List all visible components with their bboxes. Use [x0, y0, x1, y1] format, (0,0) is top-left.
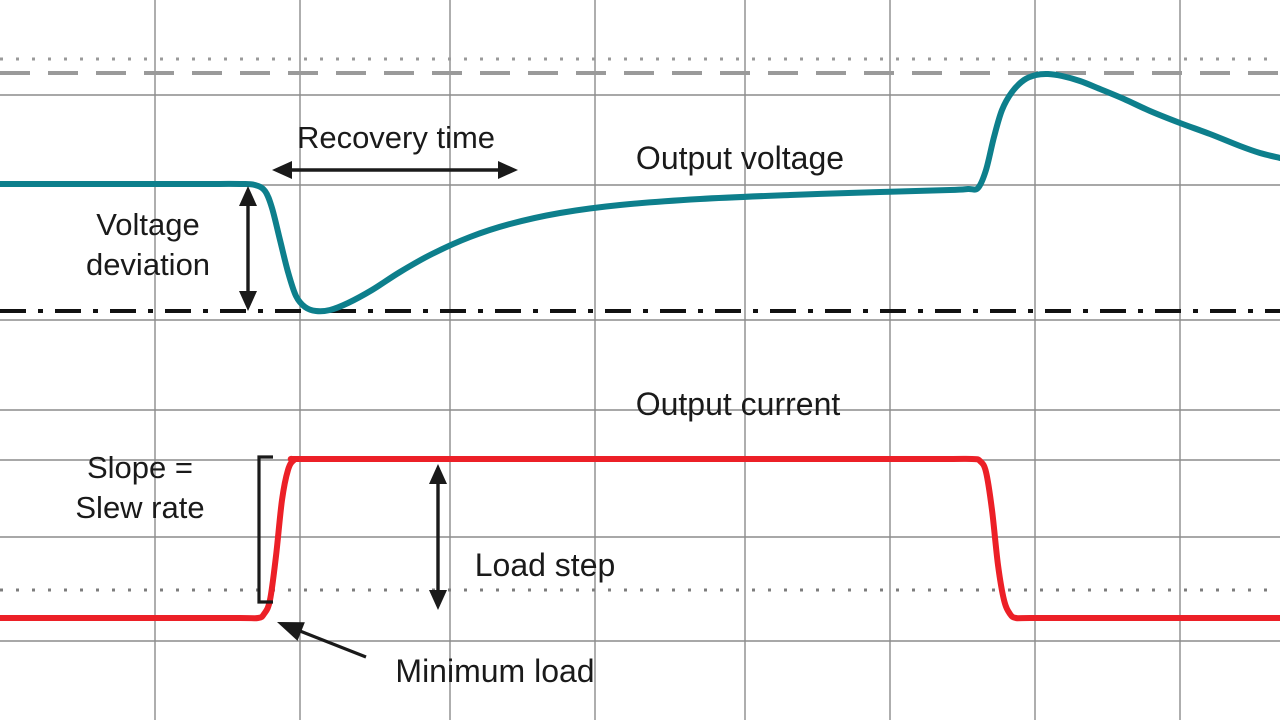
slew-rate-label-line1: Slope = — [87, 450, 193, 485]
minimum-load-label: Minimum load — [395, 653, 594, 689]
recovery-time-annotation: Recovery time — [272, 120, 518, 179]
recovery-time-arrowhead-left — [272, 161, 292, 179]
slew-rate-bracket — [257, 455, 273, 604]
voltage-deviation-annotation: Voltage deviation — [86, 186, 257, 311]
output-voltage-label: Output voltage — [636, 140, 844, 176]
reference-limit-lines — [0, 57, 1280, 592]
output-current-label: Output current — [636, 386, 841, 422]
load-step-annotation: Load step — [429, 464, 615, 610]
voltage-deviation-label-line1: Voltage — [96, 207, 199, 242]
grid-vertical-lines — [154, 0, 1181, 720]
recovery-time-arrowhead-right — [498, 161, 518, 179]
slew-rate-annotation: Slope = Slew rate — [75, 450, 273, 604]
annotation-layer: Recovery time Output voltage Voltage dev… — [75, 120, 844, 689]
recovery-time-label: Recovery time — [297, 120, 495, 155]
slew-rate-label-line2: Slew rate — [75, 490, 204, 525]
minimum-load-leader-line — [296, 628, 367, 659]
minimum-load-arrowhead — [277, 622, 305, 641]
voltage-deviation-label-line2: deviation — [86, 247, 210, 282]
load-step-arrowhead-bottom — [429, 590, 447, 610]
voltage-deviation-arrowhead-bottom — [239, 291, 257, 311]
output-voltage-trace — [0, 70, 1280, 315]
output-current-trace — [0, 455, 1280, 622]
load-step-label: Load step — [475, 547, 616, 583]
voltage-deviation-arrowhead-top — [239, 186, 257, 206]
minimum-load-annotation: Minimum load — [277, 622, 595, 689]
load-step-arrowhead-top — [429, 464, 447, 484]
